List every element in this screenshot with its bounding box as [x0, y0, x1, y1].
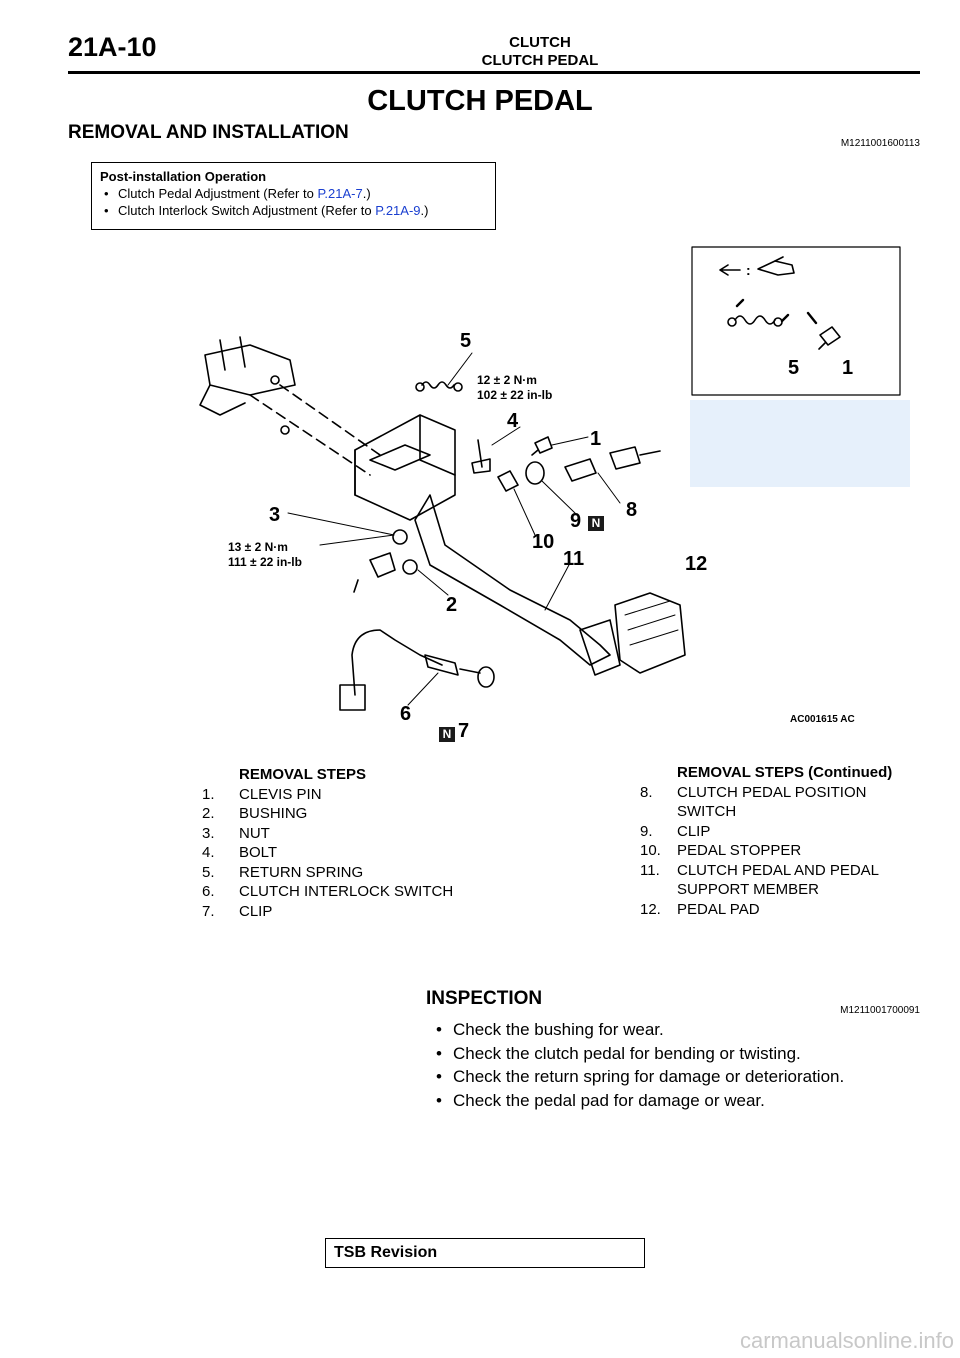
steps-title: REMOVAL STEPS (Continued) [677, 764, 893, 781]
grease-gun-icon [757, 260, 795, 276]
n-badge-7: N [439, 725, 455, 743]
callout-8: 8 [626, 499, 638, 521]
note-item: Clutch Pedal Adjustment (Refer to P.21A-… [100, 185, 487, 202]
removal-steps-left: REMOVAL STEPS 1.CLEVIS PIN 2.BUSHING 3.N… [202, 765, 453, 921]
pedal-arm [414, 494, 611, 666]
diagram-drawing [199, 246, 910, 711]
list-item: Check the clutch pedal for bending or tw… [436, 1042, 844, 1066]
list-item: Check the bushing for wear. [436, 1018, 844, 1042]
inset-colon: : [746, 262, 751, 278]
section-title: CLUTCH [509, 34, 571, 51]
note-title: Post-installation Operation [100, 169, 267, 184]
callout-1: 1 [590, 428, 602, 450]
arrow-icon [719, 264, 741, 276]
mounting-bracket [354, 414, 456, 521]
callout-4: 4 [507, 410, 519, 432]
list-item: 2.BUSHING [202, 805, 308, 822]
list-item: 8.CLUTCH PEDAL POSITION [640, 783, 867, 801]
pedal-pad [614, 592, 686, 674]
switch-harness [351, 629, 443, 696]
list-item: 10.PEDAL STOPPER [640, 842, 802, 859]
tsb-revision-box: TSB Revision [325, 1238, 645, 1268]
removal-heading: REMOVAL AND INSTALLATION [68, 122, 349, 143]
spring-icon [734, 315, 776, 325]
callout-6: 6 [400, 703, 412, 725]
page-code: 21A-10 [68, 32, 157, 62]
list-item: 9.CLIP [640, 822, 711, 840]
list-item: 7.CLIP [202, 902, 273, 920]
return-spring [421, 381, 455, 389]
inset-callout-5: 5 [788, 357, 800, 379]
pedal-stopper [497, 470, 519, 492]
removal-steps-right: REMOVAL STEPS (Continued) 8.CLUTCH PEDAL… [640, 763, 892, 919]
figure-code: AC001615 AC [790, 714, 855, 725]
clip-7 [477, 666, 495, 688]
callout-12: 12 [685, 553, 708, 575]
ref-link[interactable]: P.21A-7 [317, 186, 363, 201]
inspection-heading: INSPECTION [426, 988, 543, 1009]
page-title: CLUTCH PEDAL [367, 85, 593, 117]
torque-nut: 13 ± 2 N·m 111 ± 22 in-lb [228, 540, 302, 569]
list-item: 4.BOLT [202, 844, 278, 861]
ref-link[interactable]: P.21A-9 [375, 203, 421, 218]
list-item: 11.CLUTCH PEDAL AND PEDAL [640, 861, 880, 879]
clevis-pin [531, 436, 553, 456]
section-header: CLUTCH CLUTCH PEDAL [340, 34, 740, 70]
list-item: 1.CLEVIS PIN [202, 785, 322, 803]
removal-doc-code: M1211001600113 [840, 138, 920, 149]
callout-3: 3 [269, 504, 281, 526]
list-item: 6.CLUTCH INTERLOCK SWITCH [202, 883, 454, 900]
callout-2: 2 [446, 594, 458, 616]
pedal-support-bracket [204, 344, 296, 396]
list-item: SUPPORT MEMBER [677, 881, 819, 898]
nut [392, 529, 408, 545]
callout-10: 10 [532, 531, 555, 553]
interlock-switch [424, 654, 481, 676]
clevis-yoke [353, 552, 396, 593]
steps-title: REMOVAL STEPS [239, 766, 366, 783]
position-switch [564, 458, 597, 482]
list-item: Check the pedal pad for damage or wear. [436, 1089, 844, 1113]
n-badge-9: N [588, 514, 604, 532]
clip-9 [525, 461, 545, 485]
callout-7: 7 [458, 720, 470, 742]
callout-11: 11 [563, 548, 585, 570]
inset-callout-1: 1 [842, 357, 854, 379]
inspection-doc-code: M1211001700091 [840, 1005, 920, 1016]
callout-9: 9 [570, 510, 582, 532]
bushing [402, 559, 418, 575]
list-item: 12.PEDAL PAD [640, 900, 760, 918]
clutch-pedal-diagram: 5 4 1 8 9 N 10 11 12 3 2 6 N 7 5 1 : 12 … [180, 245, 910, 745]
inspection-list: Check the bushing for wear. Check the cl… [436, 1018, 844, 1112]
inset-frame [691, 246, 901, 396]
list-item: SWITCH [677, 803, 737, 820]
subsection-title: CLUTCH PEDAL [481, 52, 599, 69]
callout-5: 5 [460, 330, 472, 352]
clevis-pin-icon [818, 326, 841, 350]
torque-bolt: 12 ± 2 N·m 102 ± 22 in-lb [477, 373, 553, 402]
bolt [471, 439, 491, 474]
list-item: 3.NUT [202, 824, 270, 842]
list-item: 5.RETURN SPRING [202, 863, 364, 881]
inset-shadow [690, 400, 910, 487]
connector [339, 684, 366, 711]
list-item: Check the return spring for damage or de… [436, 1065, 844, 1089]
post-installation-note: Post-installation Operation Clutch Pedal… [91, 162, 496, 230]
watermark: carmanualsonline.info [739, 1328, 954, 1353]
note-item: Clutch Interlock Switch Adjustment (Refe… [100, 202, 487, 219]
header-rule [68, 71, 920, 74]
